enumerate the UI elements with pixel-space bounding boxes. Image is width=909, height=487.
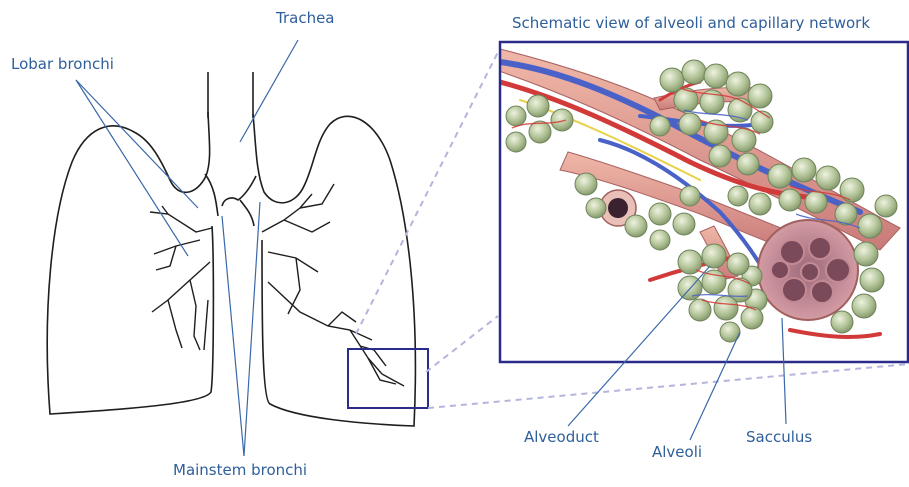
left-mainstem bbox=[240, 200, 254, 226]
schematic-title: Schematic view of alveoli and capillary … bbox=[512, 14, 870, 32]
label-alveoli: Alveoli bbox=[652, 443, 702, 461]
label-lobar-bronchi: Lobar bronchi bbox=[11, 55, 114, 73]
lung-outline bbox=[47, 72, 415, 426]
label-alveoduct: Alveoduct bbox=[524, 428, 599, 446]
leader-mainstem-2 bbox=[244, 202, 260, 456]
carina bbox=[222, 176, 256, 206]
label-sacculus: Sacculus bbox=[746, 428, 812, 446]
right-lung bbox=[47, 112, 213, 414]
label-mainstem-bronchi: Mainstem bronchi bbox=[173, 461, 307, 479]
leader-lobar-2 bbox=[76, 80, 188, 256]
right-mainstem bbox=[205, 174, 218, 216]
left-bronchial-tree bbox=[262, 184, 404, 386]
right-bronchial-tree bbox=[150, 206, 212, 350]
alveoli-illustration bbox=[496, 42, 909, 362]
leader-lobar-1 bbox=[76, 80, 198, 208]
leader-mainstem-1 bbox=[222, 216, 244, 456]
label-trachea: Trachea bbox=[276, 9, 335, 27]
leader-trachea bbox=[240, 40, 298, 142]
